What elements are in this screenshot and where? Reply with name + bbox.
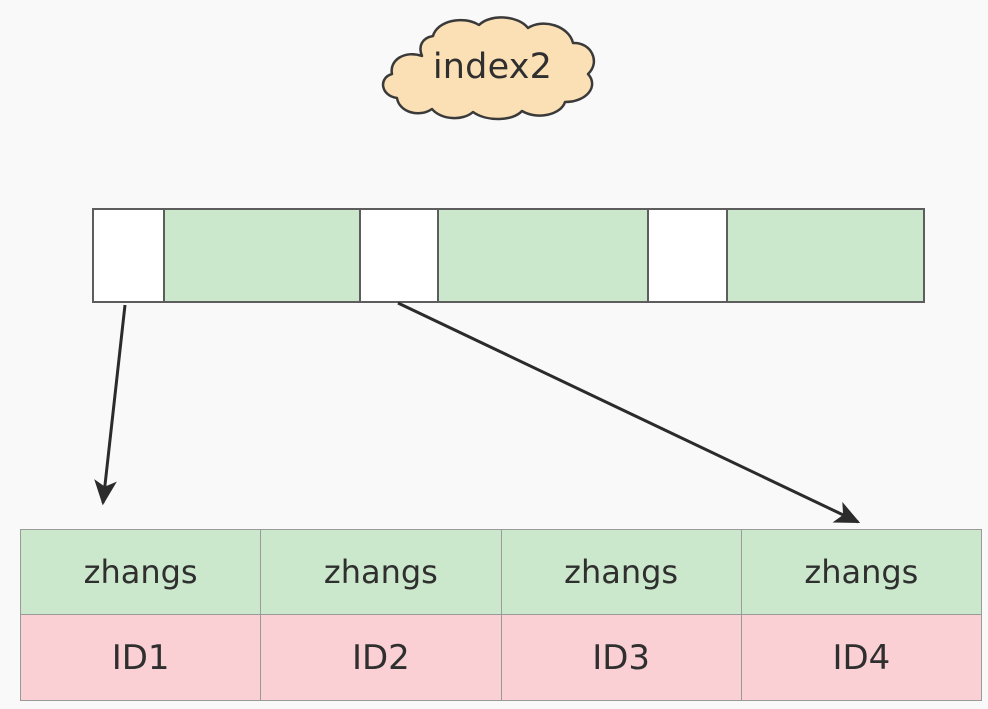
table-row-names: zhangs zhangs zhangs zhangs — [19, 529, 983, 615]
index-slot-2[interactable] — [361, 210, 440, 301]
arrow-slot2-to-id4 — [397, 301, 861, 524]
index-block-1[interactable] — [164, 210, 362, 301]
cell-name-2[interactable]: zhangs — [260, 529, 502, 615]
cell-name-3[interactable]: zhangs — [500, 529, 742, 615]
index-slot-1[interactable] — [94, 210, 165, 301]
records-table[interactable]: zhangs zhangs zhangs zhangs ID1 ID2 ID3 … — [19, 529, 983, 701]
index-bar[interactable] — [92, 208, 925, 303]
index-block-3[interactable] — [728, 210, 924, 301]
table-row-ids: ID1 ID2 ID3 ID4 — [19, 614, 983, 701]
cell-name-4[interactable]: zhangs — [740, 529, 983, 615]
index-block-2[interactable] — [439, 210, 649, 301]
cloud-shape-icon — [381, 16, 595, 121]
index-slot-3[interactable] — [648, 210, 729, 301]
cell-id-1[interactable]: ID1 — [19, 614, 262, 701]
arrow-slot1-to-id1 — [94, 304, 127, 506]
cell-id-4[interactable]: ID4 — [740, 614, 983, 701]
cell-id-2[interactable]: ID2 — [260, 614, 502, 701]
cell-name-1[interactable]: zhangs — [19, 529, 262, 615]
cell-id-3[interactable]: ID3 — [500, 614, 742, 701]
cloud-node-index2[interactable]: index2 — [375, 12, 610, 122]
